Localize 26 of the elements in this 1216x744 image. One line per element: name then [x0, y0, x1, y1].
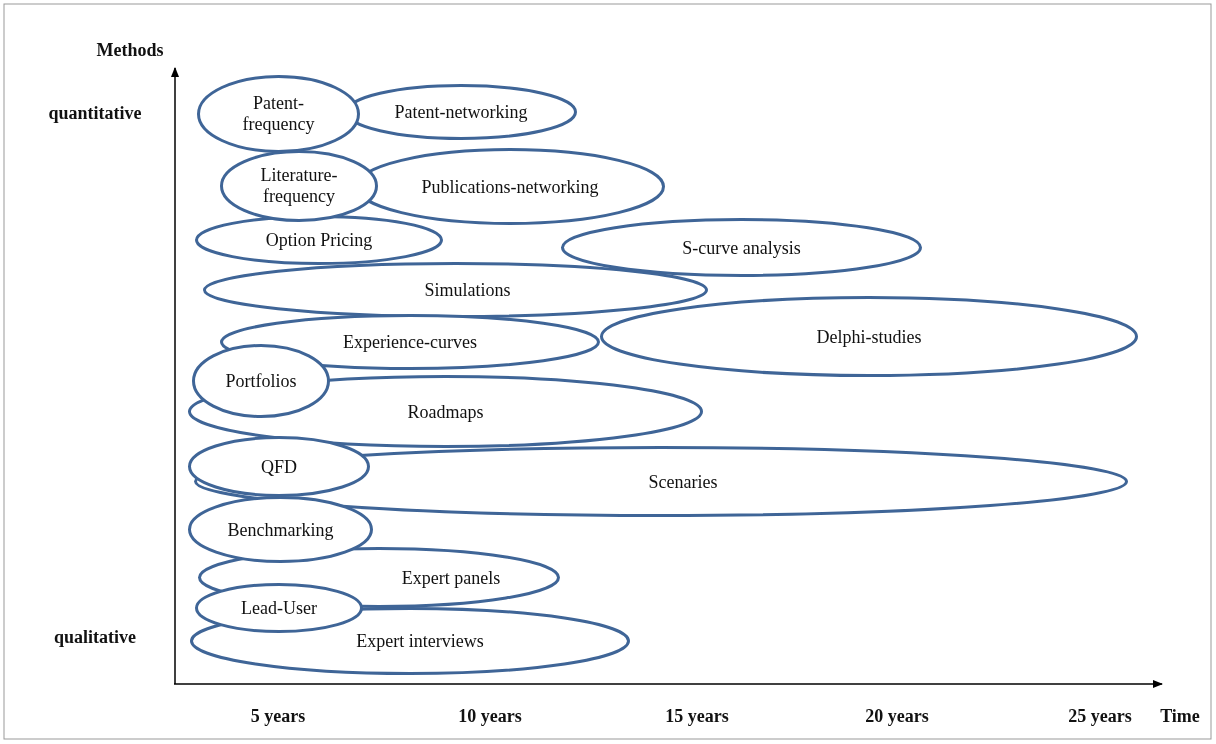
- method-label: Scenaries: [648, 471, 718, 492]
- method-label: Simulations: [424, 279, 511, 301]
- method-label: Patent-networking: [394, 101, 528, 123]
- method-label: Patent- frequency: [241, 93, 316, 135]
- axis-level-label: quantitative: [48, 102, 142, 124]
- axis-tick-label: Time: [1160, 705, 1200, 727]
- method-label: Delphi-studies: [816, 326, 922, 347]
- method-label: Benchmarking: [227, 519, 334, 540]
- axis-tick-label: 10 years: [458, 705, 522, 727]
- method-label: Lead-User: [241, 597, 317, 619]
- method-label: S-curve analysis: [682, 237, 801, 258]
- method-label: Expert interviews: [356, 630, 484, 652]
- axis-tick-label: 20 years: [865, 705, 929, 727]
- method-label: QFD: [261, 456, 297, 477]
- method-label: Portfolios: [225, 370, 297, 392]
- method-label: Experience-curves: [343, 331, 477, 353]
- axis-tick-label: 5 years: [250, 705, 306, 727]
- axis-level-label: qualitative: [54, 626, 136, 648]
- method-label: Option Pricing: [265, 229, 373, 251]
- method-label: Literature- frequency: [259, 165, 339, 207]
- method-label: Expert panels: [401, 567, 501, 588]
- method-label: Publications-networking: [421, 176, 599, 197]
- axis-tick-label: 25 years: [1068, 705, 1132, 727]
- axis-tick-label: 15 years: [665, 705, 729, 727]
- method-label: Roadmaps: [407, 401, 484, 422]
- axis-title: Methods: [96, 39, 164, 61]
